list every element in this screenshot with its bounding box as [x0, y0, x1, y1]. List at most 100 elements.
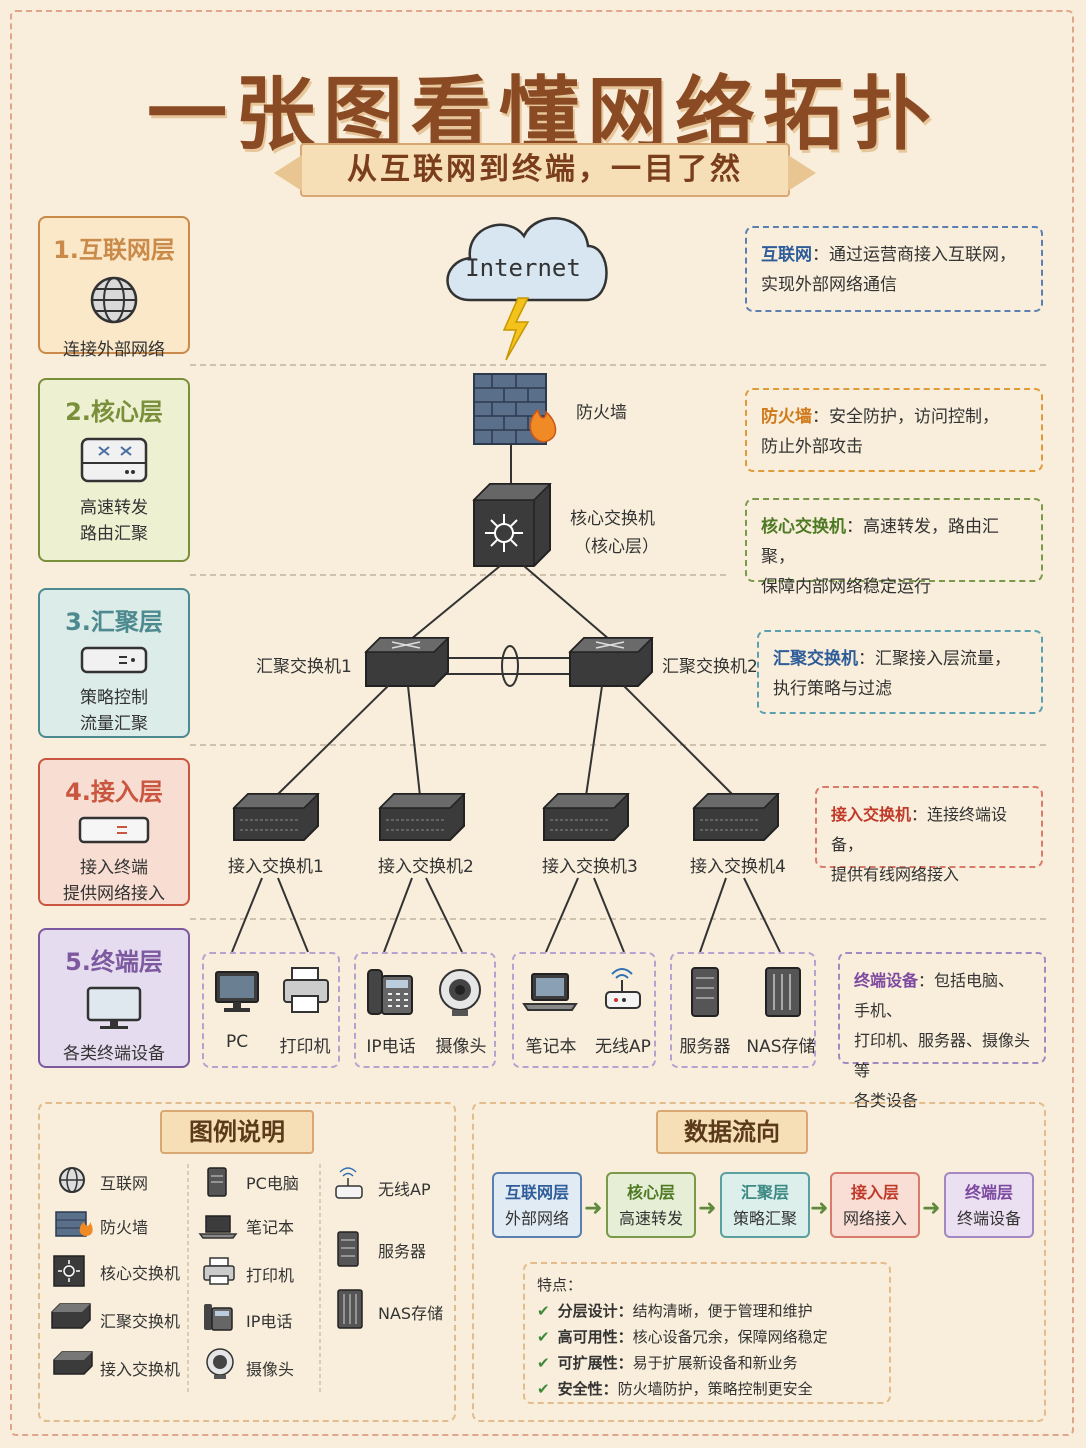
legend-item: 核心交换机: [100, 1264, 181, 1283]
layer-card-access: 4.接入层 接入终端 提供网络接入: [38, 758, 190, 906]
access-switch-icon: [692, 793, 780, 841]
endpoint-group: [202, 952, 340, 1068]
separator: [190, 744, 1046, 746]
desc-text: ：汇聚接入层流量，: [858, 649, 1011, 669]
layer-title: 2.核心层: [65, 398, 163, 426]
separator: [190, 918, 1046, 920]
flow-step-title: 核心层: [626, 1183, 675, 1202]
check-icon: ✔: [537, 1328, 550, 1346]
feature-key: 高可用性：: [557, 1328, 633, 1346]
desc-text: ：通过运营商接入互联网，: [812, 245, 1016, 265]
legend-item: 接入交换机: [100, 1360, 181, 1379]
switch-icon: [40, 645, 188, 679]
device-icons: [215, 967, 801, 1017]
device-label-printer: 打印机: [279, 1037, 331, 1057]
flow-step-title: 终端层: [964, 1183, 1013, 1202]
access-switch-icon: [53, 1351, 93, 1375]
aggregation-switch-icon: [51, 1303, 91, 1329]
layer-title: 5.终端层: [65, 948, 163, 976]
feature-key: 可扩展性：: [557, 1354, 633, 1372]
flow-step-access: 接入层 网络接入: [830, 1172, 920, 1238]
flow-step-title: 汇聚层: [740, 1183, 789, 1202]
desc-text: ：高速转发，路由汇聚，: [761, 517, 999, 567]
wireless-ap-icon: [605, 968, 641, 1009]
layer-desc: 策略控制: [80, 688, 148, 708]
flow-step-desc: 网络接入: [842, 1209, 907, 1228]
layer-desc: 各类终端设备: [63, 1044, 165, 1064]
globe-icon: [40, 273, 188, 331]
flow-step-title: 接入层: [850, 1183, 899, 1202]
desc-key: 核心交换机: [761, 517, 846, 537]
desc-text: 各类设备: [854, 1091, 919, 1110]
nas-storage-icon: [765, 967, 801, 1017]
layer-card-core: 2.核心层 高速转发 路由汇聚: [38, 378, 190, 562]
feature-item: ✔安全性：防火墙防护，策略控制更安全: [537, 1376, 877, 1402]
desc-key: 互联网: [761, 245, 812, 265]
desc-core-switch: 核心交换机：高速转发，路由汇聚，保障内部网络稳定运行: [745, 498, 1043, 597]
endpoint-group: [670, 952, 816, 1068]
lightning-icon: [502, 297, 530, 361]
device-label-ip-phone: IP电话: [366, 1037, 416, 1057]
data-flow-panel: [472, 1102, 1046, 1422]
legend-item: 无线AP: [378, 1180, 431, 1199]
legend-item: 摄像头: [246, 1360, 295, 1379]
feature-value: 防火墙防护，策略控制更安全: [617, 1380, 813, 1398]
desc-firewall: 防火墙：安全防护，访问控制，防止外部攻击: [745, 388, 1043, 472]
flow-step-desc: 策略汇聚: [732, 1209, 797, 1228]
access-switch-4-label: 接入交换机4: [690, 857, 786, 877]
legend-item: PC电脑: [246, 1174, 299, 1193]
flow-step-desc: 外部网络: [504, 1209, 569, 1228]
server-icon: [691, 967, 719, 1017]
desc-text: 实现外部网络通信: [761, 275, 897, 295]
arrow-right-icon: ➜: [584, 1196, 603, 1221]
feature-item: ✔高可用性：核心设备冗余，保障网络稳定: [537, 1324, 877, 1350]
check-icon: ✔: [537, 1302, 550, 1320]
desc-endpoint: 终端设备：包括电脑、手机、打印机、服务器、摄像头等各类设备: [838, 952, 1046, 1110]
flow-step-internet: 互联网层 外部网络: [492, 1172, 582, 1238]
layer-card-internet: 1.互联网层 连接外部网络: [38, 216, 190, 360]
desc-text: 打印机、服务器、摄像头等: [854, 1031, 1031, 1080]
desc-text: ：安全防护，访问控制，: [812, 407, 999, 427]
feature-key: 安全性：: [557, 1380, 618, 1398]
flow-step-core: 核心层 高速转发: [606, 1172, 696, 1238]
aggregation-switch-icon: [364, 637, 450, 687]
subtitle-ribbon: 从互联网到终端，一目了然: [274, 143, 816, 197]
core-switch-icon: [53, 1255, 85, 1287]
laptop-icon: [198, 1215, 238, 1239]
globe-icon: [59, 1167, 85, 1193]
layer-card-endpoint: 5.终端层 各类终端设备: [38, 928, 190, 1068]
printer-icon: [283, 967, 329, 1013]
data-flow-title: 数据流向: [656, 1110, 808, 1154]
access-switch-3-label: 接入交换机3: [542, 857, 638, 877]
ip-phone-icon: [367, 969, 413, 1015]
device-label-laptop: 笔记本: [525, 1037, 577, 1057]
flow-step-title: 互联网层: [504, 1183, 569, 1202]
separator: [190, 574, 726, 576]
flow-step-aggregation: 汇聚层 策略汇聚: [720, 1172, 810, 1238]
feature-key: 分层设计：: [557, 1302, 633, 1320]
firewall-icon: [473, 373, 557, 445]
layer-desc: 连接外部网络: [63, 340, 165, 360]
legend-item: 服务器: [378, 1242, 427, 1261]
device-label-server: 服务器: [679, 1037, 731, 1057]
desc-text: 提供有线网络接入: [831, 865, 960, 884]
core-switch-icon: [472, 483, 552, 567]
access-switch-icon: [378, 793, 466, 841]
layer-desc: 路由汇聚: [80, 524, 148, 544]
legend-panel: [38, 1102, 456, 1422]
access-switch-2-label: 接入交换机2: [378, 857, 474, 877]
desc-key: 终端设备: [854, 971, 919, 990]
camera-icon: [439, 969, 481, 1016]
desc-key: 接入交换机: [831, 805, 912, 824]
server-icon: [337, 1231, 359, 1267]
laptop-icon: [522, 973, 578, 1011]
arrow-right-icon: ➜: [810, 1196, 829, 1221]
device-label-camera: 摄像头: [435, 1037, 487, 1057]
layer-title: 1.互联网层: [53, 236, 175, 264]
core-switch-label: 核心交换机: [570, 509, 655, 529]
arrow-right-icon: ➜: [922, 1196, 941, 1221]
ip-phone-icon: [204, 1304, 233, 1331]
agg-switch-2-label: 汇聚交换机2: [662, 657, 758, 677]
desc-internet: 互联网：通过运营商接入互联网， 实现外部网络通信: [745, 226, 1043, 312]
desc-aggregation-switch: 汇聚交换机：汇聚接入层流量，执行策略与过滤: [757, 630, 1043, 714]
